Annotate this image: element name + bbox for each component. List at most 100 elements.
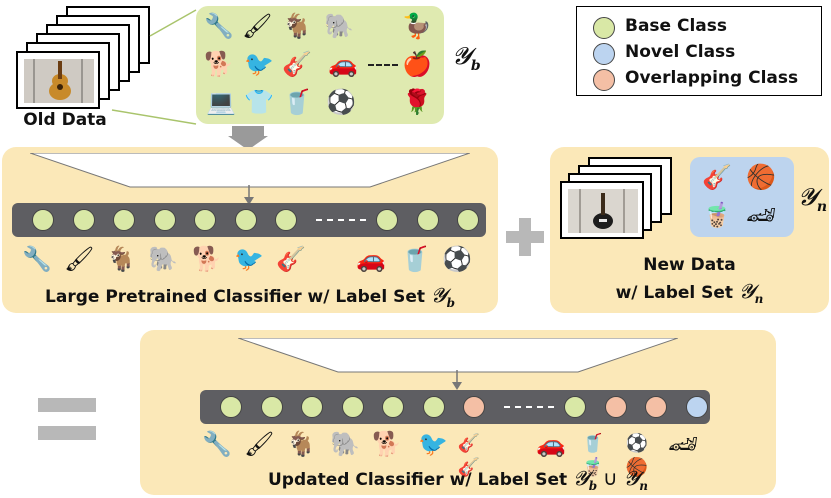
legend-label-novel: Novel Class [625, 42, 736, 62]
class-node-overlap [645, 396, 668, 418]
drink-bubble-tea-icon: 🥤🧋 [581, 433, 605, 478]
legend-item-base: Base Class [593, 15, 813, 39]
old-label-set-box: 🔧 🖌 🐐 🐘 🦆 🐕 🐦 🎸 🚗 🍎 💻 👕 🥤 ⚽ 🌹 [196, 6, 444, 124]
new-data-caption-line1: New Data [643, 255, 736, 275]
new-data-panel: 🎸 🏀 🧋 🏎 𝓨n New Data w/ Label Set 𝓨n [550, 147, 829, 313]
paint-roller-icon: 🖌 [242, 12, 273, 40]
paint-roller-icon: 🖌 [64, 245, 95, 273]
electric-guitar-photo-icon [568, 189, 638, 233]
legend-swatch-base [593, 17, 615, 39]
elephant-icon: 🐘 [324, 12, 354, 40]
guitar-electric-guitar-icon: 🎸🎸 [457, 433, 481, 478]
class-node-base [275, 209, 297, 231]
class-node-base [341, 396, 364, 418]
connector-line [111, 109, 197, 125]
guitar-icon: 🎸 [282, 50, 312, 78]
updated-output-bar [200, 390, 710, 424]
dog-icon: 🐕 [192, 245, 222, 273]
class-node-novel [685, 396, 708, 418]
equals-sign [38, 398, 96, 442]
connector-line [149, 9, 197, 37]
class-node-overlap [604, 396, 627, 418]
acoustic-guitar-icon [24, 59, 94, 103]
class-node-base [194, 209, 216, 231]
wrench-icon: 🔧 [204, 12, 234, 40]
pretrained-output-bar [12, 203, 486, 237]
class-node-base [416, 209, 439, 231]
laptop-icon: 💻 [206, 88, 236, 116]
new-label-set-box: 🎸 🏀 🧋 🏎 [690, 157, 794, 237]
label-set-glyph: 𝓨 [798, 183, 817, 211]
paint-roller-icon: 🖌 [244, 430, 275, 458]
car-icon: 🚗 [356, 245, 386, 273]
updated-caption: Updated Classifier w/ Label Set 𝓨b ∪ 𝓨n [140, 466, 776, 493]
goat-icon: 🐐 [286, 430, 316, 458]
legend-swatch-novel [593, 43, 615, 65]
duck-icon: 🦆 [402, 12, 432, 40]
class-node-base [153, 209, 176, 231]
classifier-funnel [238, 338, 678, 373]
basketball-icon: 🏀 [746, 163, 776, 191]
label-set-glyph: 𝓨 [452, 42, 471, 70]
class-node-base [422, 396, 445, 418]
apple-icon: 🍎 [402, 50, 432, 78]
classifier-funnel [30, 153, 470, 188]
tshirt-icon: 👕 [244, 88, 274, 116]
legend-item-novel: Novel Class [593, 41, 813, 65]
ellipsis-dash [368, 64, 398, 66]
old-data-stack [14, 6, 164, 114]
class-node-base [382, 396, 404, 418]
class-node-base [301, 396, 323, 418]
class-node-overlap [463, 396, 485, 418]
legend-label-base: Base Class [625, 16, 728, 36]
class-node-base [376, 209, 399, 231]
legend-item-overlap: Overlapping Class [593, 67, 813, 91]
sports-car-icon: 🏎 [668, 430, 699, 458]
updated-caption-text: Updated Classifier w/ Label Set [267, 470, 568, 490]
label-set-glyph: 𝓨 [573, 466, 589, 490]
class-node-base [260, 396, 283, 418]
goat-icon: 🐐 [282, 12, 312, 40]
old-data-photo [16, 51, 100, 109]
label-set-subscript: b [446, 296, 455, 310]
label-set-glyph: 𝓨 [623, 466, 640, 490]
elephant-icon: 🐘 [330, 430, 360, 458]
pretrained-caption: Large Pretrained Classifier w/ Label Set… [2, 283, 498, 310]
drink-cup-icon: 🥤 [400, 245, 430, 273]
beach-ball-basketball-icon: ⚽🏀 [625, 433, 649, 478]
label-set-subscript: n [639, 479, 649, 493]
class-node-base [32, 209, 54, 231]
node-ellipsis [315, 219, 367, 221]
sports-car-icon: 🏎 [746, 201, 777, 229]
car-icon: 🚗 [328, 50, 358, 78]
class-node-base [113, 209, 135, 231]
beach-ball-icon: ⚽ [326, 88, 356, 116]
bubble-tea-icon: 🧋 [702, 201, 732, 229]
label-set-subscript: b [470, 57, 481, 74]
bird-icon: 🐦 [418, 430, 448, 458]
plus-sign [506, 218, 544, 256]
pretrained-caption-text: Large Pretrained Classifier w/ Label Set [45, 287, 425, 307]
funnel-arrow-icon [452, 370, 462, 390]
class-node-base [220, 396, 242, 418]
goat-icon: 🐐 [106, 245, 136, 273]
old-data-caption: Old Data [23, 110, 107, 130]
new-data-stack [560, 157, 680, 247]
updated-panel: 🔧 🖌 🐐 🐘 🐕 🐦 🎸🎸 🚗 🥤🧋 ⚽🏀 🏎 Updated Classif… [140, 330, 776, 495]
beach-ball-icon: ⚽ [442, 245, 472, 273]
new-data-caption-line2: w/ Label Set 𝓨n [550, 279, 829, 306]
rose-icon: 🌹 [402, 88, 432, 116]
bird-icon: 🐦 [244, 50, 274, 78]
label-set-glyph: 𝓨 [430, 283, 447, 307]
class-node-base [457, 209, 480, 231]
new-data-caption-text: w/ Label Set [615, 283, 734, 303]
legend-label-overlap: Overlapping Class [625, 68, 799, 88]
label-set-subscript: b [588, 479, 598, 493]
bird-icon: 🐦 [234, 245, 264, 273]
new-label-set-symbol: 𝓨n [798, 183, 827, 215]
new-data-photo [560, 181, 644, 239]
class-node-base [564, 396, 587, 418]
dog-icon: 🐕 [204, 50, 234, 78]
legend-swatch-overlap [593, 69, 615, 91]
